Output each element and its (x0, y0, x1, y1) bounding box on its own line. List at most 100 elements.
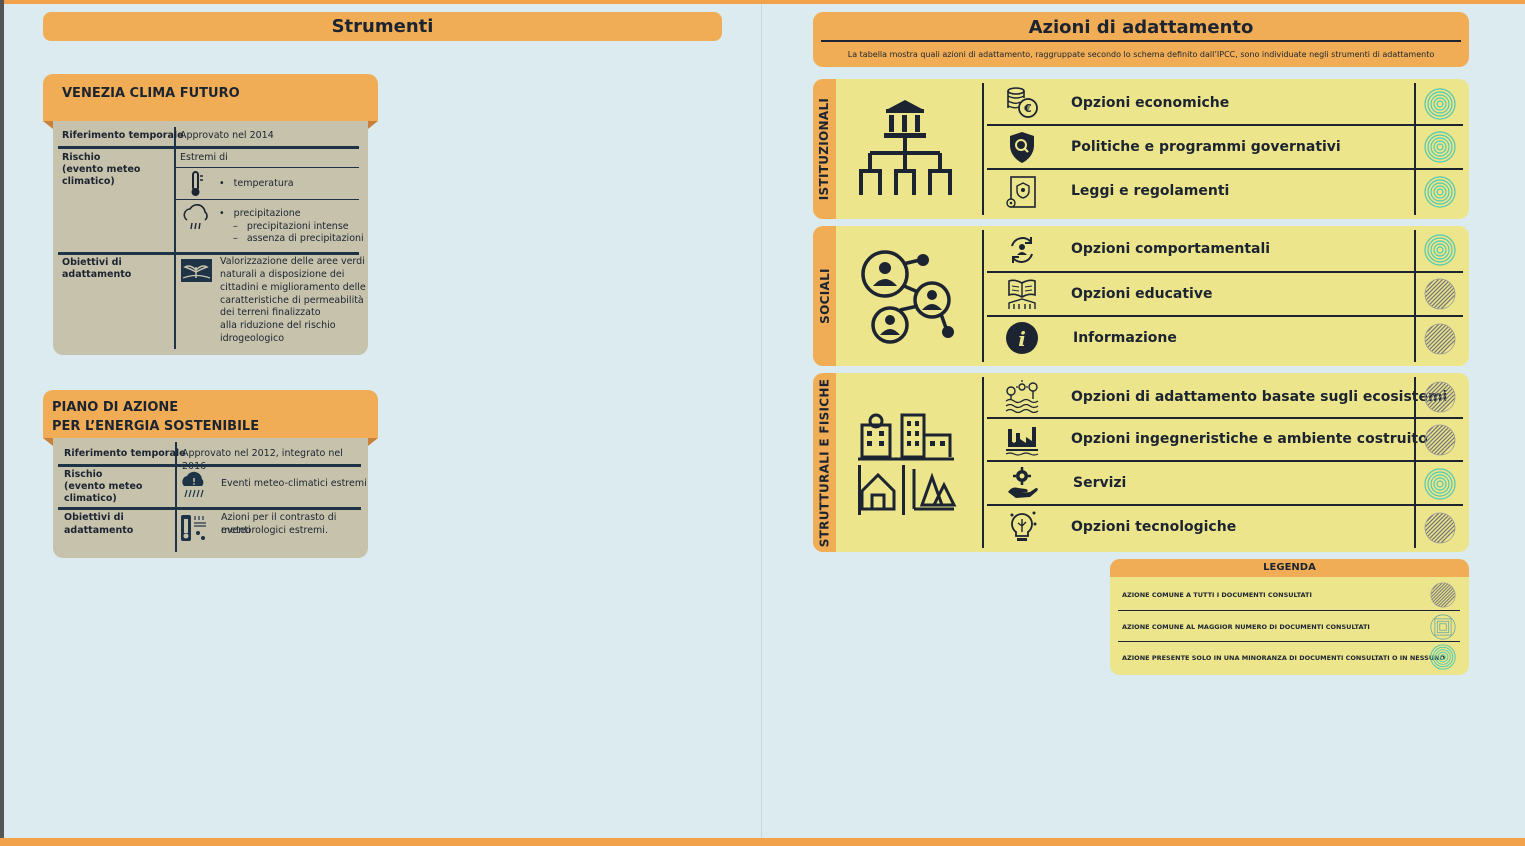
action-label: Servizi (1073, 475, 1127, 491)
legend-mark-all (1430, 582, 1456, 608)
card-venezia-title: VENEZIA CLIMA FUTURO (62, 86, 240, 101)
azioni-title: Azioni di adattamento (1028, 17, 1254, 38)
social-network-icon (858, 248, 958, 352)
card-venezia-header: VENEZIA CLIMA FUTURO (43, 74, 378, 129)
row-divider (987, 504, 1463, 506)
group-separator (982, 230, 984, 362)
group-tab (813, 79, 836, 219)
obiettivi-line-2: naturali a disposizione dei (220, 269, 345, 280)
row-divider (987, 460, 1463, 462)
storm-cloud-icon (179, 471, 209, 503)
law-document-icon (1005, 175, 1039, 209)
obiettivi-line-2: meteorologici estremi. (221, 525, 328, 536)
group-sociali: SOCIALI Opzioni comportamentali Opzioni … (813, 226, 1469, 366)
action-row: Opzioni ingegneristiche e ambiente costr… (987, 420, 1463, 460)
action-label: Politiche e programmi governativi (1071, 139, 1341, 155)
shield-search-icon (1005, 130, 1039, 164)
group-tab (813, 373, 836, 552)
mark-minority (1424, 468, 1456, 500)
group-label: STRUTTURALI E FISICHE (817, 378, 832, 547)
svg-text:i: i (1018, 327, 1026, 351)
action-label: Informazione (1073, 330, 1177, 346)
info-icon: i (1005, 321, 1039, 355)
col-separator (175, 442, 177, 552)
coins-euro-icon: € (1005, 86, 1039, 120)
row-divider (58, 507, 361, 510)
action-label: Leggi e regolamenti (1071, 183, 1230, 199)
legend: LEGENDA AZIONE COMUNE A TUTTI I DOCUMENT… (1110, 559, 1469, 675)
rif-value: Approvato nel 2014 (180, 130, 274, 141)
action-row: i Informazione (987, 318, 1463, 362)
card-venezia-body: Riferimento temporale Approvato nel 2014… (53, 121, 368, 355)
rischio-label-2: (evento meteo (64, 481, 143, 492)
group-label-wrap: SOCIALI (813, 226, 836, 366)
top-accent-bar (0, 0, 1525, 4)
group-istituzionali: ISTITUZIONALI € Opzioni economiche Polit… (813, 79, 1469, 219)
legend-divider (1118, 641, 1460, 642)
group-tab (813, 226, 836, 366)
row-divider (987, 168, 1463, 170)
rischio-label-1: Rischio (62, 152, 101, 163)
action-row: Opzioni di adattamento basate sugli ecos… (987, 377, 1463, 417)
action-label: Opzioni tecnologiche (1071, 519, 1237, 535)
strumenti-title: Strumenti (43, 12, 722, 41)
mark-all (1424, 381, 1456, 413)
group-label-wrap: STRUTTURALI E FISICHE (813, 373, 836, 552)
card-paes-title-2: PER L’ENERGIA SOSTENIBILE (52, 419, 260, 434)
obiettivi-line-7: idrogeologico (220, 333, 285, 344)
thermometer-icon (187, 170, 205, 202)
azioni-header: Azioni di adattamento La tabella mostra … (813, 12, 1469, 67)
row-divider (58, 252, 359, 255)
mark-minority (1424, 176, 1456, 208)
obiettivi-line-1: Azioni per il contrasto di eventi (221, 512, 337, 536)
rischio-label-2: (evento meteo (62, 164, 141, 175)
hand-gear-icon (1005, 466, 1039, 500)
mark-all (1424, 512, 1456, 544)
thermometer-rain-icon (180, 513, 208, 547)
mark-minority (1424, 131, 1456, 163)
action-row: Opzioni comportamentali (987, 230, 1463, 270)
row-divider (987, 124, 1463, 126)
legend-item-label: AZIONE COMUNE AL MAGGIOR NUMERO DI DOCUM… (1122, 623, 1370, 631)
mark-all (1424, 278, 1456, 310)
rischio-label-1: Rischio (64, 469, 103, 480)
rif-label: Riferimento temporale (64, 448, 186, 459)
precip-text: precipitazione (233, 208, 301, 219)
precip-sub1: precipitazioni intense (246, 221, 349, 232)
action-row: € Opzioni economiche (987, 84, 1463, 124)
legend-divider (1118, 610, 1460, 611)
obiettivi-label-1: Obiettivi di (62, 257, 122, 268)
group-separator (1414, 230, 1416, 362)
row-divider (987, 271, 1463, 273)
action-row: Opzioni tecnologiche (987, 507, 1463, 549)
action-label: Opzioni economiche (1071, 95, 1230, 111)
card-paes-body: Riferimento temporale Approvato nel 2012… (53, 438, 368, 558)
action-label: Opzioni di adattamento basate sugli ecos… (1071, 389, 1448, 405)
action-label: Opzioni comportamentali (1071, 241, 1271, 257)
behaviour-cycle-icon (1005, 233, 1039, 267)
precip-sub2-row: – assenza di precipitazioni (233, 233, 364, 244)
temp-text: temperatura (233, 178, 294, 189)
bottom-accent-bar (0, 838, 1525, 846)
mark-all (1424, 323, 1456, 355)
obiettivi-label-2: adattamento (64, 525, 134, 536)
action-label: Opzioni educative (1071, 286, 1213, 302)
svg-text:€: € (1023, 102, 1032, 115)
legend-mark-minority (1430, 644, 1456, 670)
card-paes-title-1: PIANO DI AZIONE (52, 400, 179, 415)
action-row: Politiche e programmi governativi (987, 127, 1463, 169)
group-label: SOCIALI (817, 268, 832, 324)
ecosystem-icon (1005, 379, 1039, 414)
left-edge (0, 0, 4, 846)
mark-minority (1424, 234, 1456, 266)
obiettivi-line-4: caratteristiche di permeabilità (220, 295, 364, 306)
buildings-icon (858, 413, 958, 519)
legend-title: LEGENDA (1110, 559, 1469, 577)
legend-item-label: AZIONE PRESENTE SOLO IN UNA MINORANZA DI… (1122, 654, 1446, 662)
bullet-precip: • precipitazione (219, 208, 301, 219)
rischio-label-3: climatico) (62, 176, 115, 187)
bullet-temp: • temperatura (219, 178, 294, 189)
factory-icon (1005, 423, 1039, 457)
row-divider (58, 464, 361, 467)
azioni-title-rule (821, 40, 1461, 42)
